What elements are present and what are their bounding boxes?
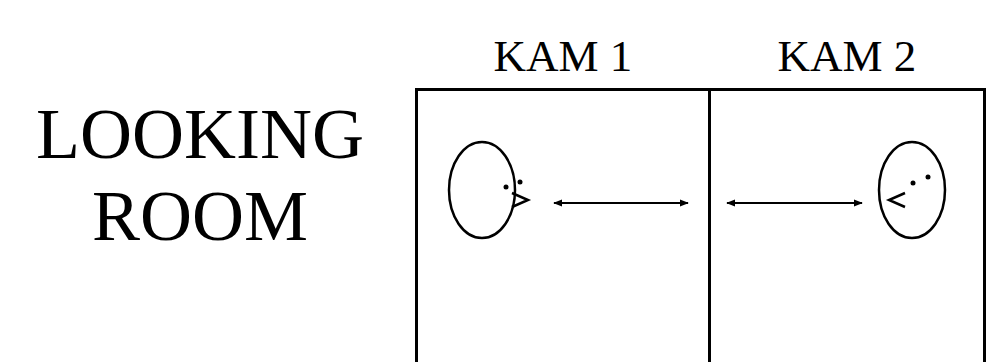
look-arrow xyxy=(554,202,688,204)
room-box: KAM 2 xyxy=(708,88,986,362)
bird-right xyxy=(879,142,945,238)
room-label: LOOKING ROOM xyxy=(5,93,395,257)
bird-left xyxy=(449,142,528,238)
look-arrow xyxy=(727,202,862,204)
room-heading: KAM 2 xyxy=(711,32,983,82)
room-heading: KAM 1 xyxy=(418,32,708,82)
room-box: KAM 1 xyxy=(415,88,711,362)
